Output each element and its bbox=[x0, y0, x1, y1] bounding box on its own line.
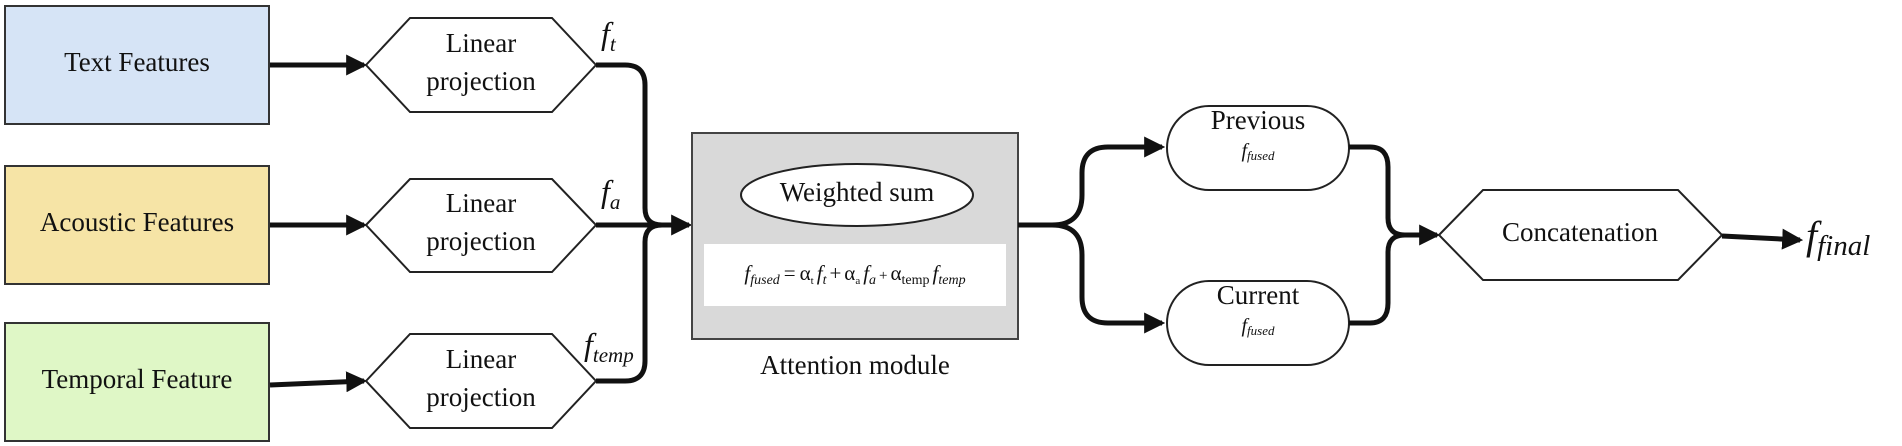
input-box bbox=[4, 5, 270, 125]
attention-module-caption: Attention module bbox=[760, 350, 950, 380]
arrow-temporal-to-projection bbox=[269, 371, 368, 393]
concatenation-hexagon bbox=[1437, 189, 1724, 281]
symbol-f-a: fa bbox=[601, 173, 620, 214]
linear-projection-temporal: Linear projection bbox=[364, 333, 598, 429]
linear-projection-text: Linear projection bbox=[364, 17, 598, 113]
concatenation-node: Concatenation bbox=[1437, 189, 1724, 281]
input-label: Text Features bbox=[64, 47, 210, 77]
formula-panel bbox=[704, 244, 1006, 306]
projection-label-line1: Linear bbox=[446, 188, 516, 218]
projection-label-line2: projection bbox=[426, 66, 536, 96]
output-symbol-f-final: ffinal bbox=[1806, 213, 1870, 262]
input-label: Acoustic Features bbox=[40, 207, 234, 237]
linear-projection-acoustic: Linear projection bbox=[364, 178, 598, 273]
projection-label-line1: Linear bbox=[446, 28, 516, 58]
projection-label-line1: Linear bbox=[446, 344, 516, 374]
arrow-attention-to-previous bbox=[1018, 136, 1166, 228]
arrow-to-output bbox=[1721, 228, 1804, 250]
previous-label: Previous bbox=[1211, 105, 1306, 135]
input-box bbox=[4, 322, 270, 442]
input-temporal-feature: Temporal Feature bbox=[4, 322, 270, 442]
connector-current-to-concat bbox=[1349, 232, 1406, 326]
current-fused-node: Current ffused bbox=[1166, 280, 1350, 366]
previous-fused-node: Previous ffused bbox=[1166, 105, 1350, 191]
previous-fused-symbol: ffused bbox=[1241, 140, 1275, 163]
input-acoustic-features: Acoustic Features bbox=[4, 165, 270, 285]
current-label: Current bbox=[1217, 280, 1300, 310]
projection-label-line2: projection bbox=[426, 382, 536, 412]
arrow-attention-to-current bbox=[1051, 222, 1166, 334]
current-fused-symbol: ffused bbox=[1241, 315, 1275, 338]
weighted-sum-label: Weighted sum bbox=[780, 177, 935, 207]
symbol-f-t: ft bbox=[601, 15, 617, 56]
projection-label-line2: projection bbox=[426, 226, 536, 256]
input-label: Temporal Feature bbox=[42, 364, 233, 394]
concatenation-label: Concatenation bbox=[1502, 217, 1658, 247]
input-text-features: Text Features bbox=[4, 5, 270, 125]
connector-previous-to-concat bbox=[1349, 144, 1406, 238]
weighted-sum-ellipse bbox=[740, 163, 974, 227]
input-box bbox=[4, 165, 270, 285]
symbol-f-temp: ftemp bbox=[584, 326, 634, 367]
